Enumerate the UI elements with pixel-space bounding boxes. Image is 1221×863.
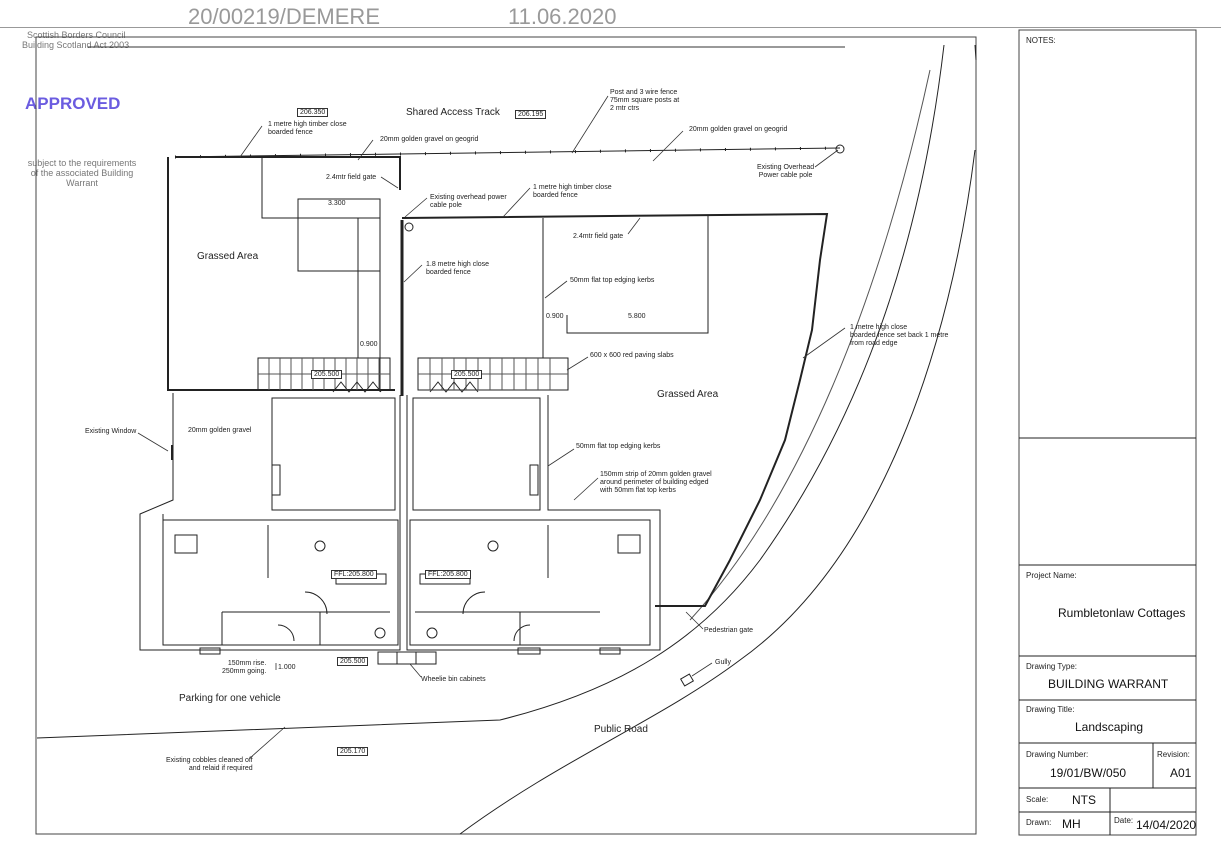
note-field-gate-west: 2.4mtr field gate bbox=[326, 174, 377, 181]
drawing-date: 14/04/2020 bbox=[1136, 818, 1197, 832]
note-central-fence: 1.8 metre high close boarded fence bbox=[426, 261, 490, 276]
area-grassed-west: Grassed Area bbox=[197, 251, 259, 262]
planning-reference: 20/00219/DEMERE bbox=[188, 4, 380, 29]
cottage-building bbox=[139, 393, 661, 651]
bifold-doors-east bbox=[429, 381, 479, 393]
note-wheelie-bins: Wheelie bin cabinets bbox=[421, 676, 486, 683]
level-parking: 205.170 bbox=[337, 747, 369, 756]
note-overhead-pole-east: Existing Overhead Power cable pole bbox=[757, 164, 815, 179]
dim-west-offset: 0.900 bbox=[360, 341, 378, 348]
level-206-350: 206.350 bbox=[297, 108, 329, 117]
note-step-rise: 150mm rise. 250mm going. bbox=[222, 660, 267, 675]
step-west bbox=[199, 647, 221, 655]
drawing-number: 19/01/BW/050 bbox=[1050, 766, 1127, 780]
revision: A01 bbox=[1170, 766, 1192, 780]
power-pole-east bbox=[835, 144, 845, 154]
west-shed-slab bbox=[297, 198, 381, 272]
note-gully: Gully bbox=[715, 659, 731, 666]
note-golden-gravel: 20mm golden gravel bbox=[188, 427, 252, 434]
dim-gravel-width: 5.800 bbox=[628, 313, 646, 320]
drawing-border bbox=[35, 36, 977, 835]
drawn-by: MH bbox=[1062, 817, 1081, 831]
note-road-fence: 1 metre high close boarded fence set bac… bbox=[850, 324, 949, 347]
scale-label: Scale: bbox=[1026, 795, 1049, 804]
east-boundary-fence bbox=[401, 212, 829, 607]
note-overhead-pole-central: Existing overhead power cable pole bbox=[430, 194, 507, 209]
project-name: Rumbletonlaw Cottages bbox=[1058, 606, 1186, 620]
note-timber-fence-west: 1 metre high timber close boarded fence bbox=[268, 121, 347, 136]
note-gravel-west: 20mm golden gravel on geogrid bbox=[380, 136, 479, 143]
stamp-council: Scottish Borders Council bbox=[27, 30, 126, 40]
header-rule bbox=[0, 27, 1221, 28]
power-pole-central bbox=[404, 222, 414, 232]
road-edge-upper bbox=[36, 44, 945, 739]
drawn-label: Drawn: bbox=[1026, 818, 1052, 827]
area-shared-access-track: Shared Access Track bbox=[406, 107, 500, 118]
note-kerbs-lower: 50mm flat top edging kerbs bbox=[576, 443, 661, 450]
wheelie-bin-cabinets bbox=[377, 651, 437, 665]
gully bbox=[679, 673, 695, 687]
note-gravel-strip: 150mm strip of 20mm golden gravel around… bbox=[600, 471, 712, 494]
east-gravel-area bbox=[566, 216, 709, 334]
road-edge-lower bbox=[459, 44, 977, 835]
level-patio-east: 205.500 bbox=[451, 370, 483, 379]
title-block-frame bbox=[1018, 29, 1197, 836]
note-existing-window: Existing Window bbox=[85, 428, 137, 435]
drawing-title-label: Drawing Title: bbox=[1026, 705, 1075, 714]
scale: NTS bbox=[1072, 793, 1096, 807]
wire-fence bbox=[174, 147, 841, 158]
stamp-act: Building Scotland Act 2003 bbox=[22, 40, 130, 50]
note-field-gate-east: 2.4mtr field gate bbox=[573, 233, 624, 240]
level-front: 205.500 bbox=[337, 657, 369, 666]
note-timber-fence-east: 1 metre high timber close boarded fence bbox=[533, 184, 612, 199]
west-gravel-edge bbox=[261, 157, 381, 392]
note-wire-fence: Post and 3 wire fence 75mm square posts … bbox=[610, 89, 680, 112]
drawing-title: Landscaping bbox=[1075, 720, 1144, 734]
note-paving-slabs: 600 x 600 red paving slabs bbox=[590, 352, 674, 359]
area-grassed-east: Grassed Area bbox=[657, 389, 719, 400]
note-kerbs-upper: 50mm flat top edging kerbs bbox=[570, 277, 655, 284]
note-pedestrian-gate: Pedestrian gate bbox=[704, 627, 754, 634]
approved-stamp: APPROVED bbox=[25, 94, 121, 113]
step-mid bbox=[517, 647, 541, 655]
west-boundary-fence bbox=[167, 156, 401, 391]
project-name-label: Project Name: bbox=[1026, 571, 1077, 580]
dim-shed-width: 3.300 bbox=[328, 200, 346, 207]
step-east bbox=[599, 647, 621, 655]
date-label: Date: bbox=[1114, 816, 1134, 825]
dim-east-offset: 0.900 bbox=[546, 313, 564, 320]
drawing-type-label: Drawing Type: bbox=[1026, 662, 1077, 671]
bifold-doors-west bbox=[332, 381, 382, 393]
notes-label: NOTES: bbox=[1026, 36, 1056, 45]
level-206-195: 206.195 bbox=[515, 110, 547, 119]
approval-date: 11.06.2020 bbox=[508, 4, 617, 29]
drawing-number-label: Drawing Number: bbox=[1026, 750, 1089, 759]
revision-label: Revision: bbox=[1157, 750, 1190, 759]
area-public-road: Public Road bbox=[594, 724, 648, 735]
ffl-west: FFL:205.800 bbox=[331, 570, 377, 579]
leader-lines bbox=[137, 95, 846, 759]
area-parking: Parking for one vehicle bbox=[179, 693, 281, 704]
note-gravel-east: 20mm golden gravel on geogrid bbox=[689, 126, 788, 133]
ffl-east: FFL:205.800 bbox=[425, 570, 471, 579]
level-patio-west: 205.500 bbox=[311, 370, 343, 379]
note-existing-cobbles: Existing cobbles cleaned off and relaid … bbox=[166, 757, 253, 772]
dim-step: 1.000 bbox=[278, 664, 296, 671]
drawing-type: BUILDING WARRANT bbox=[1048, 677, 1169, 691]
stamp-condition: subject to the requirements of the assoc… bbox=[27, 158, 137, 188]
